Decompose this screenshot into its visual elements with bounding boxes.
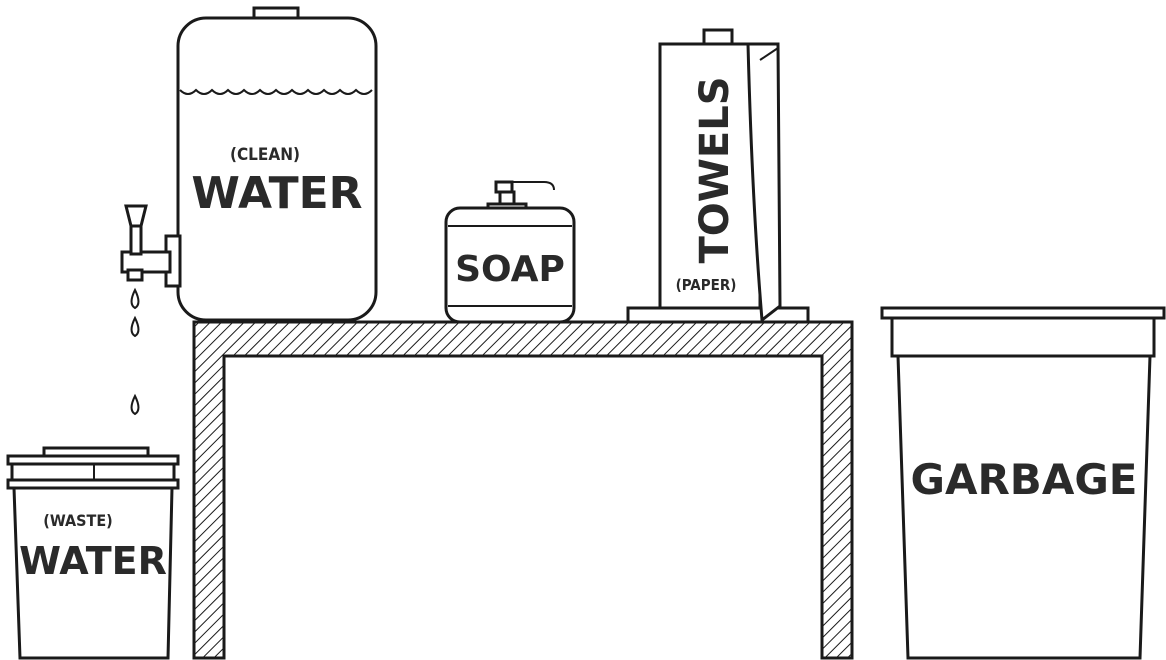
drop-icon <box>132 290 139 308</box>
waste-water-label: WATER <box>19 539 167 583</box>
drop-icon <box>132 396 139 414</box>
clean-water-qualifier-label: (CLEAN) <box>230 145 300 165</box>
towels-qualifier-label: (PAPER) <box>676 276 737 294</box>
spigot-icon <box>122 206 180 286</box>
soap-label: SOAP <box>455 249 565 290</box>
soap-dispenser: SOAP <box>446 182 574 322</box>
water-drops <box>132 290 139 414</box>
waste-water-qualifier-label: (WASTE) <box>43 511 112 530</box>
garbage-label: GARBAGE <box>910 455 1137 504</box>
garbage-bin: GARBAGE <box>882 308 1164 658</box>
towels-label: TOWELS <box>692 76 738 263</box>
paper-towel-dispenser: TOWELS (PAPER) <box>628 30 808 322</box>
clean-water-label: WATER <box>191 168 362 219</box>
table <box>194 322 852 658</box>
clean-water-container: (CLEAN) WATER <box>178 8 376 320</box>
drop-icon <box>132 318 139 336</box>
waste-water-bucket: (WASTE) WATER <box>8 448 178 658</box>
